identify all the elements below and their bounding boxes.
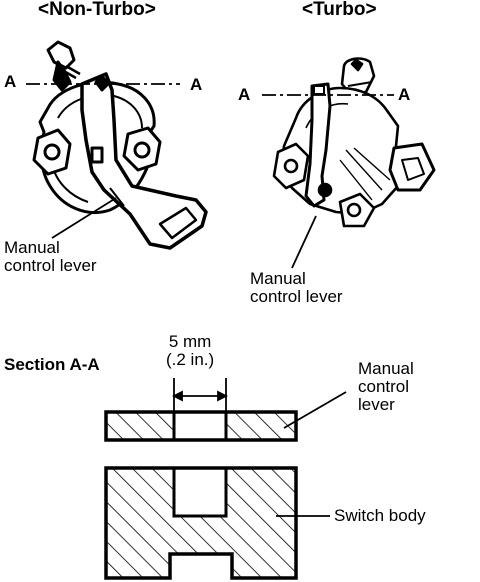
section-lever-callout: Manual control lever — [358, 360, 414, 414]
non-turbo-right-mount-tab — [122, 126, 162, 172]
non-turbo-lever-label-line2: control lever — [4, 255, 97, 275]
turbo-heading: <Turbo> — [302, 0, 377, 20]
section-lever-crosssection — [104, 410, 298, 442]
switch-body-callout: Switch body — [334, 506, 426, 525]
turbo-right-mount-tab — [388, 142, 436, 192]
turbo-bottom-mount-tab — [338, 192, 376, 228]
turbo-left-mount-tab — [272, 142, 310, 190]
section-lever-callout-line2: control — [358, 376, 410, 396]
turbo-section-a-left: A — [238, 85, 251, 104]
non-turbo-wire-connector — [46, 40, 81, 92]
non-turbo-lever-label-line1: Manual — [4, 238, 60, 257]
turbo-manual-control-lever — [304, 82, 333, 208]
non-turbo-section-a-left: A — [4, 72, 17, 91]
section-dimension-marks — [171, 378, 229, 412]
non-turbo-section-a-right: A — [190, 75, 203, 94]
section-title: Section A-A — [4, 355, 100, 374]
non-turbo-switch-drawing — [32, 40, 208, 250]
turbo-lever-label-line2: control lever — [250, 286, 343, 306]
turbo-lever-leader — [291, 215, 317, 269]
section-lever-callout-line3: lever — [358, 394, 395, 414]
non-turbo-lever-label: Manual control lever — [4, 239, 97, 275]
dimension-label-mm: 5 mm — [168, 332, 212, 351]
section-lever-callout-line1: Manual — [358, 359, 414, 378]
non-turbo-left-mount-tab — [32, 128, 72, 176]
section-switch-body-crosssection — [104, 466, 298, 580]
turbo-lever-label-line1: Manual — [250, 269, 306, 288]
section-lever-leader — [283, 391, 347, 429]
turbo-switch-drawing — [272, 57, 436, 228]
turbo-lever-label: Manual control lever — [250, 270, 343, 306]
dimension-label: 5 mm (.2 in.) — [166, 333, 214, 369]
turbo-section-a-right: A — [398, 85, 411, 104]
dimension-label-in: (.2 in.) — [166, 349, 215, 369]
non-turbo-heading: <Non-Turbo> — [38, 0, 156, 20]
non-turbo-lever-leader — [51, 197, 117, 239]
